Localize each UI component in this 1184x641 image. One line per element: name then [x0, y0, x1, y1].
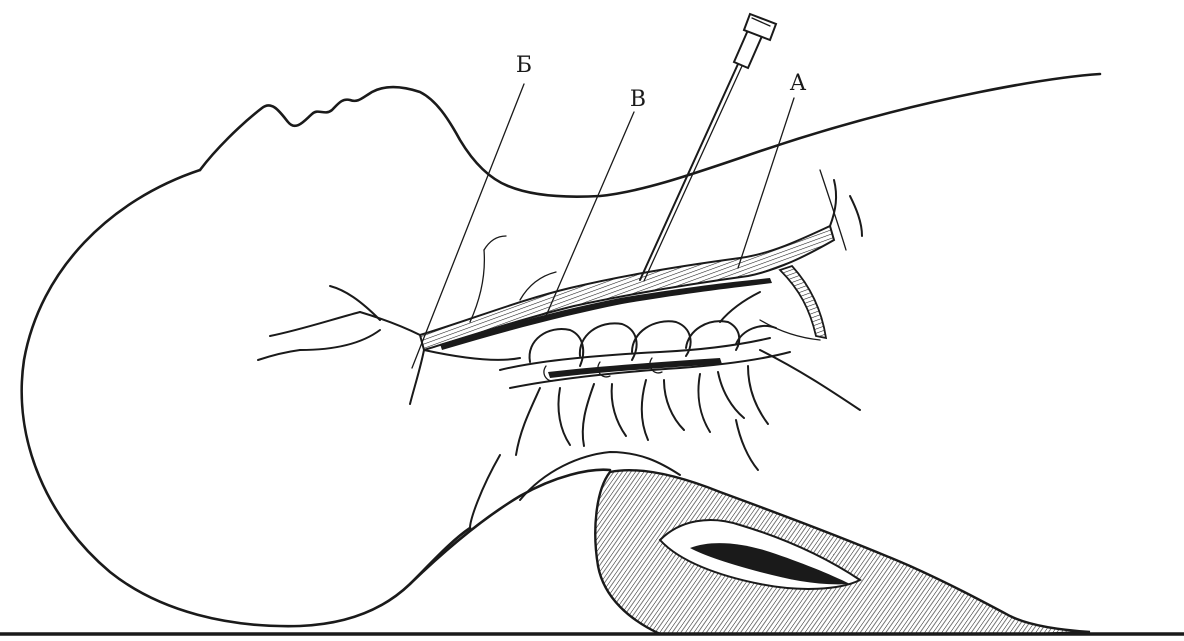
puncture-needle [640, 14, 776, 281]
body-outline [22, 74, 1100, 626]
leader-line-a [738, 98, 794, 268]
cervical-vertebrae [500, 321, 790, 470]
vertebra-2 [580, 323, 637, 446]
jugular-vein [258, 180, 862, 404]
vertebra-5 [736, 326, 776, 470]
shoulder-roll [595, 470, 1090, 634]
vertebra-4 [686, 321, 744, 432]
vertebra-1 [516, 329, 583, 455]
label-a: А [790, 71, 807, 96]
label-b: Б [516, 53, 532, 78]
vertebra-3 [632, 321, 691, 440]
label-v: В [630, 87, 646, 112]
